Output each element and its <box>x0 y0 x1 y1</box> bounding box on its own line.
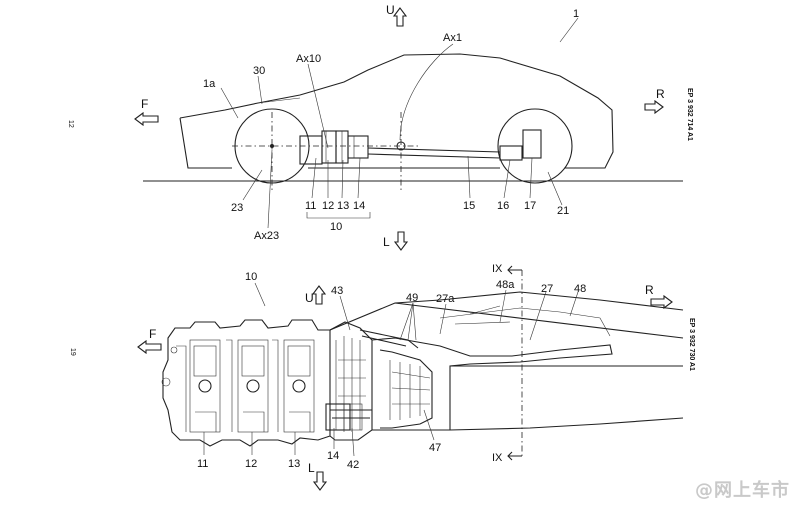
rear-box <box>522 129 542 159</box>
label-47: 47 <box>429 442 441 454</box>
label-14-bottom: 14 <box>327 450 339 462</box>
section-mark-top: IX <box>492 263 503 275</box>
vehicle-body-outline <box>179 53 614 169</box>
tunnel-tube <box>449 365 684 431</box>
labels-top: 1 1a 30 Ax10 Ax1 23 Ax23 11 12 13 14 10 … <box>203 8 579 242</box>
label-13-bottom: 13 <box>288 458 300 470</box>
label-11-bottom: 11 <box>197 458 208 470</box>
label-11-top: 11 <box>305 200 316 212</box>
rear-arrow-icon <box>650 294 673 310</box>
label-16: 16 <box>497 200 509 212</box>
dir-rear-top: R <box>656 87 665 101</box>
rear-arrow-icon <box>644 99 664 115</box>
label-27a: 27a <box>436 293 455 305</box>
drive-unit <box>299 130 369 165</box>
propeller-shaft <box>367 147 501 159</box>
drivetrain-section-view <box>161 265 684 461</box>
label-vehicle: 1 <box>573 8 579 20</box>
down-arrow-icon <box>312 471 328 491</box>
label-body-front: 1a <box>203 78 216 90</box>
label-axis1: Ax1 <box>443 32 462 44</box>
engine-block <box>162 319 331 447</box>
publication-number-bottom: EP 3 932 730 A1 <box>688 318 695 371</box>
label-27: 27 <box>541 283 553 295</box>
front-arrow-icon <box>134 111 159 127</box>
dir-low-bottom: L <box>308 461 315 475</box>
label-43: 43 <box>331 285 343 297</box>
watermark-logo: @网上车市 <box>695 480 790 501</box>
dir-rear-bottom: R <box>645 283 654 297</box>
dir-up-bottom: U <box>305 291 314 305</box>
dir-front-top: F <box>141 97 148 111</box>
label-rear-wheel: 21 <box>557 205 569 217</box>
up-arrow-icon <box>311 285 327 305</box>
direction-arrows-bottom: U F R L <box>137 283 673 491</box>
tunnel-upper <box>329 291 684 339</box>
dir-front-bottom: F <box>149 327 156 341</box>
labels-bottom: 10 43 49 27a 48a 27 48 11 12 13 14 42 47 <box>197 271 586 471</box>
label-12-bottom: 12 <box>245 458 257 470</box>
vehicle-side-view <box>143 17 683 229</box>
label-wheel-axis: Ax23 <box>254 230 279 242</box>
direction-arrows-top: U F R L <box>134 3 665 251</box>
dir-up-top: U <box>386 3 395 17</box>
front-arrow-icon <box>137 339 162 355</box>
section-mark-bottom: IX <box>492 452 503 464</box>
label-13-top: 13 <box>337 200 349 212</box>
label-unit-axis: Ax10 <box>296 53 321 65</box>
rear-wheel <box>497 108 573 184</box>
label-body: 30 <box>253 65 265 77</box>
label-12-top: 12 <box>322 200 334 212</box>
cylinders <box>161 339 315 433</box>
bell-cone <box>379 349 433 429</box>
bottom-mount <box>325 403 351 431</box>
clutch-housing <box>329 321 373 441</box>
sheet-number-bottom: 19 <box>69 348 76 356</box>
label-17: 17 <box>524 200 536 212</box>
sheet-number-top: 12 <box>67 120 74 128</box>
label-48a: 48a <box>496 279 515 291</box>
label-49: 49 <box>406 292 418 304</box>
label-shaft: 15 <box>463 200 475 212</box>
up-arrow-icon <box>392 7 408 27</box>
left-arrow-icon <box>393 231 409 251</box>
dir-left-top: L <box>383 235 390 249</box>
publication-number-top: EP 3 932 714 A1 <box>686 88 693 141</box>
label-assembly-bottom: 10 <box>245 271 257 283</box>
label-front-wheel: 23 <box>231 202 243 214</box>
transaxle-housing <box>371 337 613 431</box>
label-48: 48 <box>574 283 586 295</box>
label-assembly-top: 10 <box>330 221 342 233</box>
rear-gear-unit <box>499 145 523 161</box>
label-42: 42 <box>347 459 359 471</box>
label-14-top: 14 <box>353 200 365 212</box>
